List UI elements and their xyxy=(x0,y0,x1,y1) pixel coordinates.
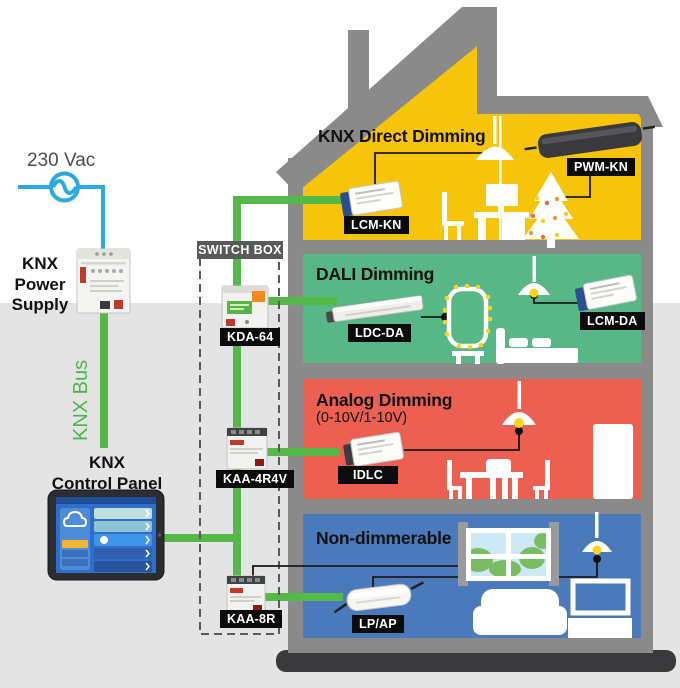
floor-title-knx-direct: KNX Direct Dimming xyxy=(318,126,486,146)
analog-furniture xyxy=(447,381,633,499)
chevron-right-icons xyxy=(145,509,150,571)
lcm-kn-device xyxy=(340,180,403,217)
house-base xyxy=(276,650,676,672)
bulb-icon xyxy=(100,536,108,544)
dining-set-icon xyxy=(447,459,550,499)
voltage-label: 230 Vac xyxy=(27,150,96,171)
bench-icon xyxy=(452,351,484,364)
dali-furniture xyxy=(442,256,578,364)
pendant-cord xyxy=(493,116,497,144)
control-panel-tablet xyxy=(47,489,165,581)
sofa-icon xyxy=(473,589,567,635)
desk-icon xyxy=(474,212,529,218)
cabinet-icon xyxy=(593,424,633,499)
knx-bus-lines xyxy=(100,196,345,601)
control-panel-label: KNX Control Panel xyxy=(51,453,163,493)
mirror-lights xyxy=(442,283,493,350)
roof xyxy=(276,7,663,193)
kda-64-device xyxy=(221,285,269,329)
bed-icon xyxy=(496,328,578,364)
device-label-lcm-da: LCM-DA xyxy=(580,312,645,330)
device-label-lcm-kn: LCM-KN xyxy=(344,216,409,234)
house-walls xyxy=(288,110,653,653)
ldc-da-device xyxy=(326,295,424,323)
device-label-idlc: IDLC xyxy=(338,466,398,484)
cloud-icon xyxy=(62,510,88,527)
pendant-lamp-icon xyxy=(476,146,514,160)
floor-title-analog: Analog Dimming xyxy=(316,390,453,410)
tree-lights xyxy=(528,195,569,240)
connection-wires xyxy=(252,152,598,587)
attic-divider xyxy=(499,116,502,240)
attic-furniture xyxy=(442,116,579,248)
chimney xyxy=(348,30,369,110)
chair-icon xyxy=(442,192,447,224)
ground-furniture xyxy=(458,512,632,638)
knx-bus-label: KNX Bus xyxy=(70,359,92,441)
device-label-kaa-8r: KAA-8R xyxy=(220,610,283,628)
knx-power-supply-device xyxy=(76,248,131,314)
device-label-kaa-4r4v: KAA-4R4V xyxy=(216,470,295,488)
kaa-8r-device xyxy=(226,575,266,615)
floor-subtitle-analog: (0-10V/1-10V) xyxy=(316,410,408,426)
kaa-4r4v-device xyxy=(226,427,268,470)
switch-box-title: SWITCH BOX xyxy=(197,241,283,259)
device-label-lp-ap: LP/AP xyxy=(352,615,404,633)
device-label-pwm-kn: PWM-KN xyxy=(567,158,635,176)
floor-title-dali: DALI Dimming xyxy=(316,264,435,284)
idlc-device xyxy=(343,431,404,467)
camera-dot xyxy=(157,533,162,537)
monitor-icon xyxy=(486,184,518,206)
power-supply-label: KNX Power Supply xyxy=(11,254,69,315)
lp-ap-device xyxy=(333,581,425,614)
tv-stand-icon xyxy=(568,618,632,638)
mirror-icon xyxy=(446,286,489,349)
tv-icon xyxy=(570,578,631,616)
pwm-kn-device xyxy=(524,122,655,158)
lcm-da-device xyxy=(574,274,637,312)
device-label-kda-64: KDA-64 xyxy=(220,328,281,346)
ac-line xyxy=(18,171,105,249)
floor-title-nondim: Non-dimmerable xyxy=(316,528,452,548)
device-label-ldc-da: LDC-DA xyxy=(348,324,412,342)
